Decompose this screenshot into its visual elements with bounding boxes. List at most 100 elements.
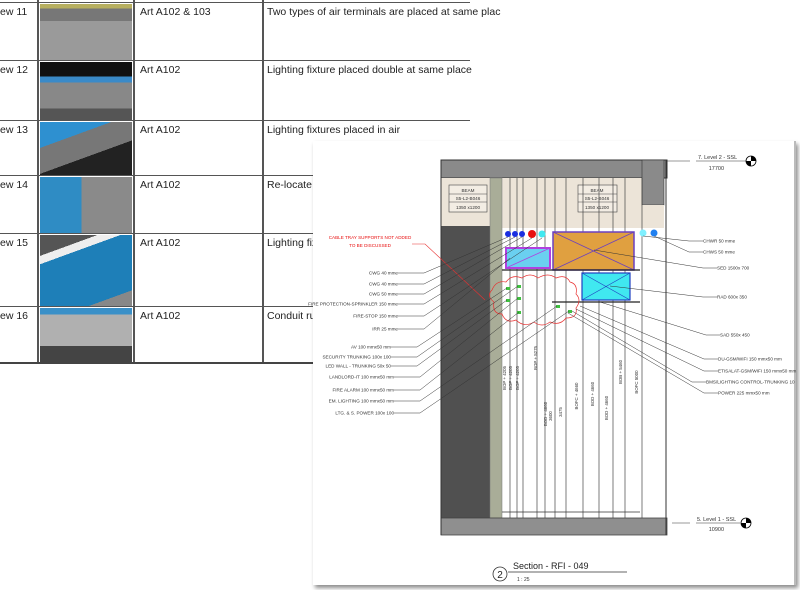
description-cell: Two types of air terminals are placed at… [267,6,501,18]
pipe-cwg [505,231,511,237]
screenshot-thumbnail [40,62,132,120]
cable-trays [506,285,572,314]
pipe-chwr [639,229,647,237]
elevation-label: BOP + 5275 [533,345,538,370]
view-cell: ew 16 [0,310,29,322]
leader-line [398,257,511,330]
right-service-label: CHWS 50 mme [703,250,735,255]
left-service-label: EM. LIGHTING 100 mmx50 mm [329,399,395,404]
screenshot-thumbnail [40,235,132,306]
description-cell: Lighting fixtures placed in air [267,124,401,136]
description-cell: Lighting fixtu [267,237,326,249]
right-service-label: RAD 600x 350 [717,295,747,300]
elevation-label: BOD + 4660 [604,395,609,420]
left-service-label: CWG 50 mme [369,292,399,297]
section-scale: 1 : 25 [517,577,530,583]
left-service-label: LTG. & S. POWER 100x 100 [335,411,394,416]
leader-line [391,285,519,358]
level-elevation: 10900 [709,527,724,533]
elevation-label: 3475 [558,407,563,417]
reference-cell: Art A102 [140,179,181,191]
beam-title: BEAM [590,188,603,193]
elevation-label: BOD + 4660 [543,401,548,426]
screenshot-thumbnail [40,308,132,362]
leader-line [567,312,718,394]
leader-line [609,285,717,298]
view-cell: ew 14 [0,179,29,191]
leader-line [394,310,570,414]
red-note-line: TO BE DISCUSSED [349,243,391,248]
leader-line [398,237,533,305]
leader-line [571,310,706,383]
beam-tag-right: BEAM S5-L2-B046 1350 x1200 [577,184,618,213]
revision-cloud [489,274,580,326]
view-cell: ew 12 [0,64,29,76]
table-row: ew 13 Art A102 Lighting fixtures placed … [0,120,470,176]
elevation-label: BOP + 4205 [508,365,513,390]
description-cell: Lighting fixture placed double at same p… [267,64,472,76]
left-service-label: FIRE ALARM 100 mmx50 mm [332,388,394,393]
dark-wall [441,226,490,518]
left-service-label: FIRE PROTECTION-SPRINKLER 150 mme [308,302,398,307]
view-cell: ew 15 [0,237,29,249]
red-leader [412,243,486,301]
table-row: ew 11 Art A102 & 103 Two types of air te… [0,2,500,61]
column-divider [262,0,264,364]
bottom-slab [440,517,668,536]
leader-line [398,236,523,295]
leader-line [599,301,720,336]
hanger-rods [502,178,643,518]
left-service-label: CWG 40 mme [369,271,399,276]
leader-line [653,235,703,253]
left-service-label: IRR 25 mme [372,327,398,332]
right-service-label: SAD 550x 450 [720,333,750,338]
right-service-label: POWER 225 mmx50 mm [718,391,770,396]
leader-line [575,308,718,372]
pipe-firestop [538,230,546,238]
level-marker-top: 7. Level 2 - SSL 17700 [667,155,757,172]
leader-line [398,236,516,285]
pipe-cwg [512,231,518,237]
left-service-label: LED WALL - TRUNKING 50x 50 [326,364,392,369]
section-title-block: 2 Section - RFI - 049 1 : 25 [492,561,627,583]
reference-cell: Art A102 [140,64,181,76]
beam-size: 1350 x1200 [585,205,609,210]
beam-id: S5-L2-B046 [585,196,610,201]
section-number-bubble [492,566,508,582]
description-cell: Conduit runn [267,310,328,322]
reference-cell: Art A102 & 103 [140,6,211,18]
leader-line [579,305,718,360]
leader-line [391,287,508,348]
beam-id: S5-L2-B046 [456,196,481,201]
elevation-label: BOFC + 4660 [574,382,579,410]
table-row: ew 15 Art A102 Lighting fixtu [0,233,470,307]
view-cell: ew 13 [0,124,29,136]
right-service-label: BMS/LIGHTING CONTROL-TRUNKING 10 [706,380,795,385]
screenshot-thumbnail [40,177,132,233]
elevation-label: BOFC 5000 [634,370,639,394]
column-divider [133,0,135,364]
column-divider [37,0,39,364]
leader-line [593,249,717,269]
elevation-label: BOP + 4205 [515,365,520,390]
table-row: ew 12 Art A102 Lighting fixture placed d… [0,60,472,121]
level-marker-bottom: 5. Level 1 - SSL 10900 [672,517,752,533]
pipe-sprinkler [528,230,536,238]
section-number: 2 [497,570,503,581]
left-service-label: SECURITY TRUNKING 100x 100 [322,355,391,360]
left-service-label: LANDLORD-IT 100 mmx50 mm [329,375,394,380]
elevation-label: BOD + 4660 [590,381,595,406]
description-cell: Re-locate el [267,179,324,191]
level-elevation: 17700 [709,166,724,172]
right-column [641,159,665,206]
beam-tag-left: BEAM S5-L2-B046 1350 x1200 [448,184,488,213]
elevation-label: BOB + 5460 [618,359,623,384]
level-name: 7. Level 2 - SSL [698,155,737,161]
leader-line [398,236,509,274]
table-row: ew 16 Art A102 Conduit runn [0,306,470,363]
reference-cell: Art A102 [140,124,181,136]
